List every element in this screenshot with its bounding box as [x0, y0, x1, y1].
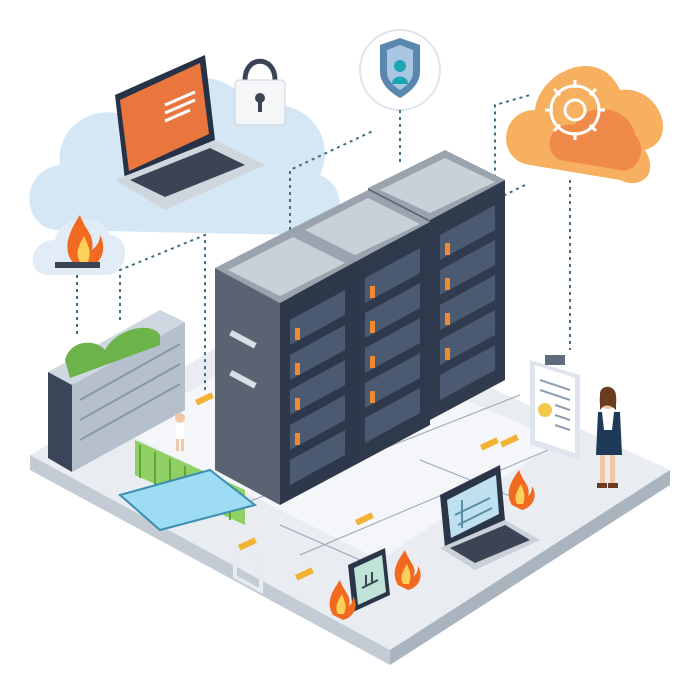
storage-shelf	[48, 310, 185, 472]
green-plant-wall	[117, 440, 258, 532]
shield-icon	[359, 29, 441, 111]
laptop-icon	[115, 38, 265, 210]
floor-laptop-icon	[440, 465, 540, 570]
floor-warning-tags	[195, 392, 519, 581]
clipboard-icon	[530, 355, 580, 460]
network-connectors	[76, 94, 571, 390]
fire-icon	[329, 470, 535, 620]
padlock-icon	[234, 58, 286, 126]
person-icon	[596, 386, 622, 488]
firewall-flame-icon	[32, 215, 125, 275]
technician-figure	[175, 413, 185, 451]
floor-tablet-icon	[348, 548, 390, 612]
gear-cloud-icon	[506, 66, 664, 184]
server-rack-icon	[215, 150, 505, 594]
